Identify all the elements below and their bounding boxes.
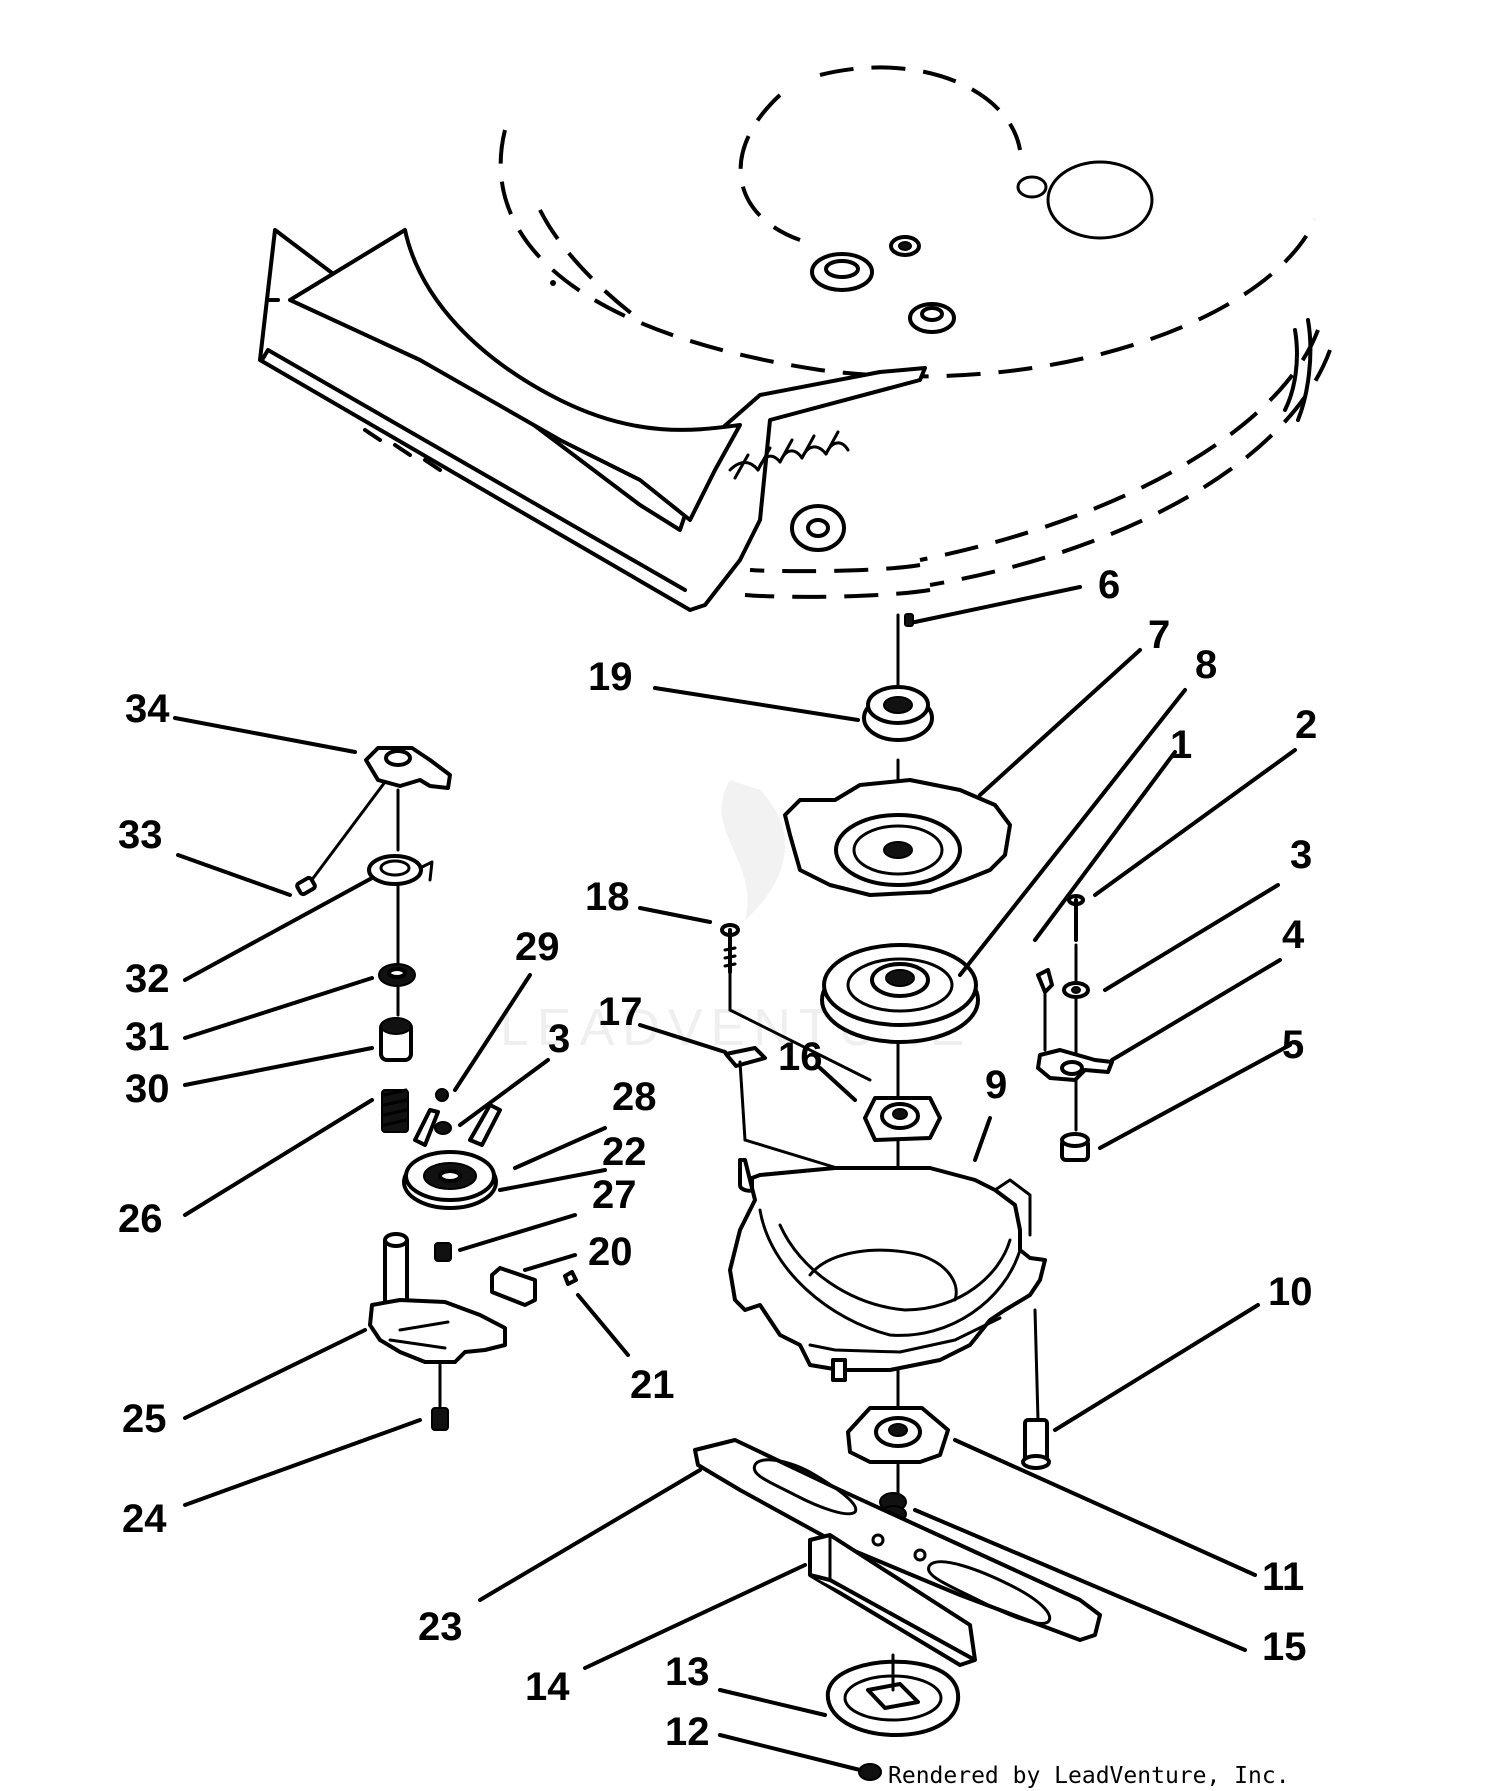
callout-25: 25	[122, 1397, 167, 1441]
leader-lines	[173, 585, 1297, 1772]
part-12-nut	[858, 1763, 882, 1781]
part-8-pulley	[820, 943, 980, 1044]
callout-13: 13	[665, 1650, 710, 1694]
part-28-idler-pulley	[402, 1103, 502, 1210]
part-27-nut	[434, 1242, 452, 1262]
callout-8: 8	[1195, 643, 1217, 687]
callout-labels: 6 19 7 8 1 2 3 4 5 9 10 11 15 12 13 14 2…	[118, 563, 1317, 1754]
part-5-nut	[1060, 1132, 1090, 1162]
callout-24: 24	[122, 1497, 167, 1541]
part-3-washer-left	[434, 1121, 452, 1135]
part-25-idler-bracket	[368, 1232, 507, 1364]
callout-21: 21	[630, 1363, 675, 1407]
part-31-bushing	[378, 963, 416, 987]
callout-4: 4	[1282, 913, 1305, 957]
callout-19: 19	[588, 655, 633, 699]
mower-deck-housing	[258, 65, 1332, 612]
callout-18: 18	[585, 875, 630, 919]
part-19-bearing	[862, 685, 934, 742]
callout-16: 16	[778, 1035, 823, 1079]
part-1-pin	[1036, 968, 1054, 994]
callout-14: 14	[525, 1665, 570, 1709]
callout-11: 11	[1262, 1555, 1304, 1599]
callout-3: 3	[1290, 833, 1312, 877]
flame-logo-icon	[721, 780, 786, 920]
callout-27: 27	[592, 1173, 637, 1217]
callout-9: 9	[985, 1063, 1007, 1107]
right-bolt-group	[1036, 894, 1114, 1162]
callout-15: 15	[1262, 1625, 1307, 1669]
spindle-stack	[693, 613, 1102, 1781]
callout-31: 31	[125, 1015, 170, 1059]
part-17-key	[724, 1046, 767, 1068]
part-13-cup	[825, 1653, 961, 1737]
callout-28: 28	[612, 1075, 657, 1119]
part-10-bolt	[1021, 1308, 1051, 1470]
render-credit: Rendered by LeadVenture, Inc.	[888, 1763, 1290, 1789]
callout-2: 2	[1295, 703, 1317, 747]
part-23-blade	[693, 1438, 1102, 1642]
callout-29: 29	[515, 925, 560, 969]
part-2-bolt	[1067, 894, 1085, 1132]
part-4-bracket	[1036, 1048, 1114, 1082]
callout-22: 22	[602, 1130, 647, 1174]
callout-23: 23	[418, 1605, 463, 1649]
callout-12: 12	[665, 1710, 710, 1754]
callout-32: 32	[125, 957, 170, 1001]
callout-34: 34	[125, 687, 170, 731]
callout-30: 30	[125, 1067, 170, 1111]
part-16-bearing-housing	[863, 1096, 942, 1142]
callout-6: 6	[1098, 563, 1120, 607]
part-24-bolt	[431, 1363, 449, 1431]
callout-5: 5	[1282, 1023, 1304, 1067]
left-idler-group	[295, 746, 578, 1431]
part-29-pin	[435, 1088, 449, 1102]
callout-33: 33	[118, 813, 163, 857]
part-32-washer	[367, 854, 434, 886]
callout-7: 7	[1148, 613, 1170, 657]
part-14-blade-adapter	[808, 1533, 977, 1667]
part-26-spring	[381, 1088, 409, 1133]
part-20-bracket	[490, 1266, 537, 1307]
part-30-spacer	[379, 1017, 413, 1062]
part-9-spindle-housing	[728, 1158, 1047, 1382]
part-6-pin	[904, 613, 914, 627]
part-34-idler-arm	[306, 746, 452, 887]
part-11-lower-housing	[846, 1406, 950, 1497]
part-7-pulley-cover	[783, 778, 1012, 897]
callout-17: 17	[598, 990, 643, 1034]
callout-10: 10	[1268, 1270, 1313, 1314]
part-33-screw	[295, 875, 317, 897]
callout-20: 20	[588, 1230, 633, 1274]
callout-1: 1	[1170, 723, 1192, 767]
part-21-screw	[563, 1270, 578, 1286]
callout-26: 26	[118, 1197, 163, 1241]
callout-3-left: 3	[548, 1017, 570, 1061]
